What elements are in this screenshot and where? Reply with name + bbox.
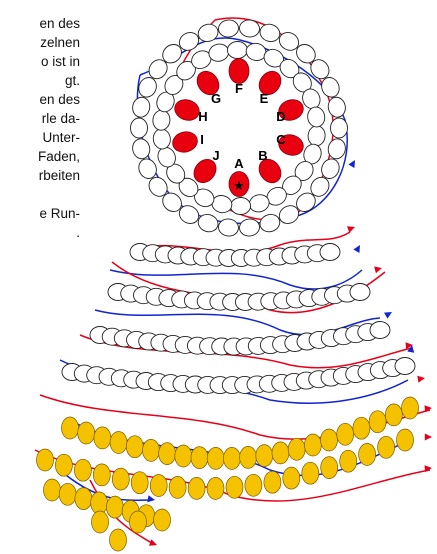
bead-label: B: [258, 148, 267, 163]
blue-thread: [110, 270, 362, 289]
arrow-head: [425, 434, 432, 441]
clear-bead: [395, 358, 415, 375]
gold-bead: [175, 445, 192, 467]
gold-bead: [112, 468, 129, 490]
gold-bead: [264, 471, 281, 493]
clear-bead: [230, 197, 250, 214]
clear-bead: [152, 128, 172, 150]
red-bead: [229, 59, 249, 84]
gold-bead: [223, 447, 240, 469]
arrow-head: [374, 267, 382, 274]
bead-label: E: [260, 91, 269, 106]
gold-bead: [169, 476, 186, 498]
gold-bead: [74, 459, 91, 481]
gold-bead: [304, 434, 321, 456]
gold-bead: [272, 442, 289, 464]
gold-bead: [240, 446, 257, 468]
clear-bead: [331, 118, 348, 138]
red-bead: [170, 129, 199, 155]
gold-bead: [256, 445, 273, 467]
gold-bead: [245, 474, 262, 496]
gold-bead: [207, 447, 224, 469]
gold-bead: [359, 443, 376, 465]
gold-bead: [207, 477, 224, 499]
gold-bead: [59, 483, 76, 505]
gold-bead: [321, 429, 338, 451]
gold-bead: [131, 472, 148, 494]
bead-label: A: [234, 156, 244, 171]
clear-bead: [258, 22, 282, 44]
gold-bead: [369, 411, 386, 433]
clear-bead: [320, 244, 340, 261]
bead-label: C: [276, 132, 286, 147]
clear-bead: [196, 22, 220, 44]
gold-bead: [94, 427, 111, 449]
gold-bead: [353, 417, 370, 439]
arrow-head: [353, 245, 360, 253]
clear-bead: [131, 96, 152, 119]
gold-bead: [37, 449, 54, 471]
gold-bead: [91, 492, 108, 514]
gold-bead: [188, 477, 205, 499]
gold-bead: [283, 467, 300, 489]
gold-bead: [154, 509, 171, 531]
arrow-head: [347, 226, 355, 233]
bead-label: F: [235, 81, 243, 96]
gold-bead: [321, 457, 338, 479]
clear-bead: [152, 109, 171, 131]
gold-bead: [226, 476, 243, 498]
arrow-head: [384, 312, 392, 319]
arrow-head: [348, 160, 355, 168]
bead-label: I: [200, 132, 204, 147]
gold-bead: [93, 464, 110, 486]
arrow-head: [149, 539, 157, 546]
red-beads: [170, 59, 306, 197]
arrow-head: [147, 495, 155, 502]
clear-bead: [370, 322, 390, 339]
gold-bead: [385, 404, 402, 426]
gold-bead: [44, 479, 61, 501]
clear-bead: [306, 106, 326, 128]
clear-bead: [131, 118, 148, 138]
gold-bead: [75, 488, 92, 510]
gold-bead: [110, 432, 127, 454]
bead-label: G: [211, 91, 221, 106]
bead-label: H: [198, 109, 207, 124]
gold-beads: [37, 397, 419, 551]
gold-bead: [302, 462, 319, 484]
gold-bead: [62, 417, 79, 439]
arrow-head: [417, 376, 425, 383]
clear-bead: [239, 218, 261, 237]
bead-label: D: [276, 109, 285, 124]
gold-bead: [130, 511, 147, 533]
clear-bead: [218, 19, 240, 38]
gold-bead: [340, 450, 357, 472]
start-marker: ★: [233, 179, 245, 194]
clear-bead: [350, 284, 370, 301]
gold-bead: [288, 438, 305, 460]
gold-bead: [397, 429, 414, 451]
gold-bead: [337, 423, 354, 445]
gold-bead: [159, 443, 176, 465]
gold-bead: [378, 436, 395, 458]
gold-bead: [92, 511, 109, 533]
clear-bead: [307, 125, 326, 147]
clear-bead: [227, 41, 247, 58]
gold-bead: [55, 454, 72, 476]
gold-bead: [402, 397, 419, 419]
gold-bead: [150, 475, 167, 497]
gold-bead: [110, 529, 127, 551]
arrow-head: [425, 465, 433, 472]
gold-bead: [78, 422, 95, 444]
bead-label: J: [212, 148, 219, 163]
gold-bead: [191, 447, 208, 469]
gold-bead: [126, 436, 143, 458]
gold-bead: [106, 496, 123, 518]
clear-bead: [258, 212, 282, 234]
gold-bead: [143, 439, 160, 461]
